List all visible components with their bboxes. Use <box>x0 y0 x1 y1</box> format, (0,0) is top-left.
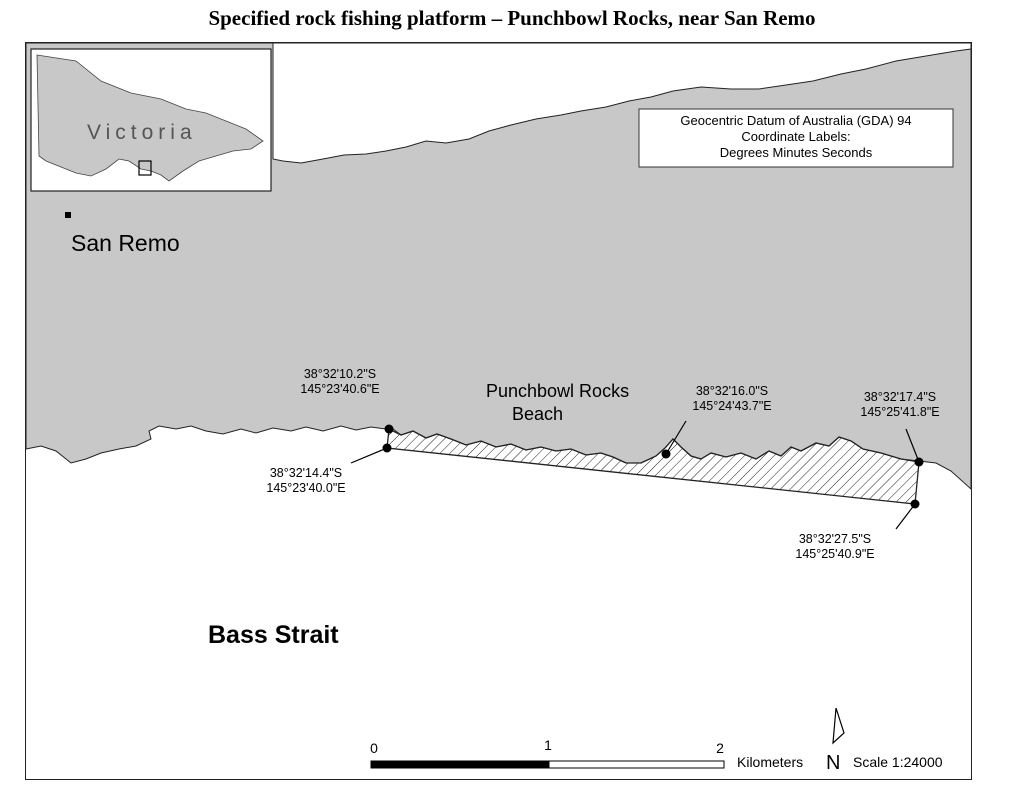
scale-tick-0: 0 <box>370 740 378 756</box>
map-canvas: Victoria Geocentric Datum of Australia (… <box>26 43 971 774</box>
inset-label: Victoria <box>87 121 197 144</box>
coord-ne-lon: 145°25'41.8"E <box>860 405 939 419</box>
coord-se-lat: 38°32'27.5"S <box>799 532 871 546</box>
leader-mid <box>665 420 687 455</box>
punchbowl-rocks-label: Punchbowl Rocks <box>486 381 629 401</box>
northern-water <box>272 43 971 164</box>
bass-strait-label: Bass Strait <box>208 621 339 649</box>
leader-se <box>895 503 916 530</box>
leader-sw <box>350 447 388 464</box>
coord-mid-lat: 38°32'16.0"S <box>696 384 768 398</box>
san-remo-label: San Remo <box>71 230 180 256</box>
coord-sw-lon: 145°23'40.0"E <box>266 481 345 495</box>
fishing-platform-area <box>386 427 920 505</box>
map-frame: Victoria Geocentric Datum of Australia (… <box>25 42 972 780</box>
datum-line-2: Coordinate Labels: <box>741 129 850 144</box>
scale-unit-label: Kilometers <box>737 754 803 770</box>
coord-mid-lon: 145°24'43.7"E <box>692 399 771 413</box>
coord-nw-lon: 145°23'40.6"E <box>300 382 379 396</box>
coord-sw-lat: 38°32'14.4"S <box>270 466 342 480</box>
scale-tick-1: 1 <box>544 737 552 753</box>
inset-victoria-shape <box>36 54 264 182</box>
leader-ne <box>905 428 920 463</box>
coord-se-lon: 145°25'40.9"E <box>795 547 874 561</box>
coord-ne-lat: 38°32'17.4"S <box>864 390 936 404</box>
scale-tick-2: 2 <box>716 740 724 756</box>
datum-line-1: Geocentric Datum of Australia (GDA) 94 <box>680 113 911 128</box>
inset-locator-box <box>138 160 152 176</box>
scale-bar: 0 1 2 Kilometers <box>370 737 803 770</box>
page-title: Specified rock fishing platform – Punchb… <box>208 6 816 30</box>
punchbowl-beach-label: Beach <box>512 404 563 424</box>
datum-info-box: Geocentric Datum of Australia (GDA) 94 C… <box>638 108 954 168</box>
point-nw <box>384 424 394 434</box>
north-letter: N <box>826 752 840 774</box>
coord-nw-lat: 38°32'10.2"S <box>304 367 376 381</box>
inset-map: Victoria <box>30 48 272 192</box>
scale-ratio-label: Scale 1:24000 <box>853 754 943 770</box>
san-remo-marker <box>65 212 71 218</box>
north-arrow-icon: N <box>826 707 845 774</box>
datum-line-3: Degrees Minutes Seconds <box>720 145 873 160</box>
